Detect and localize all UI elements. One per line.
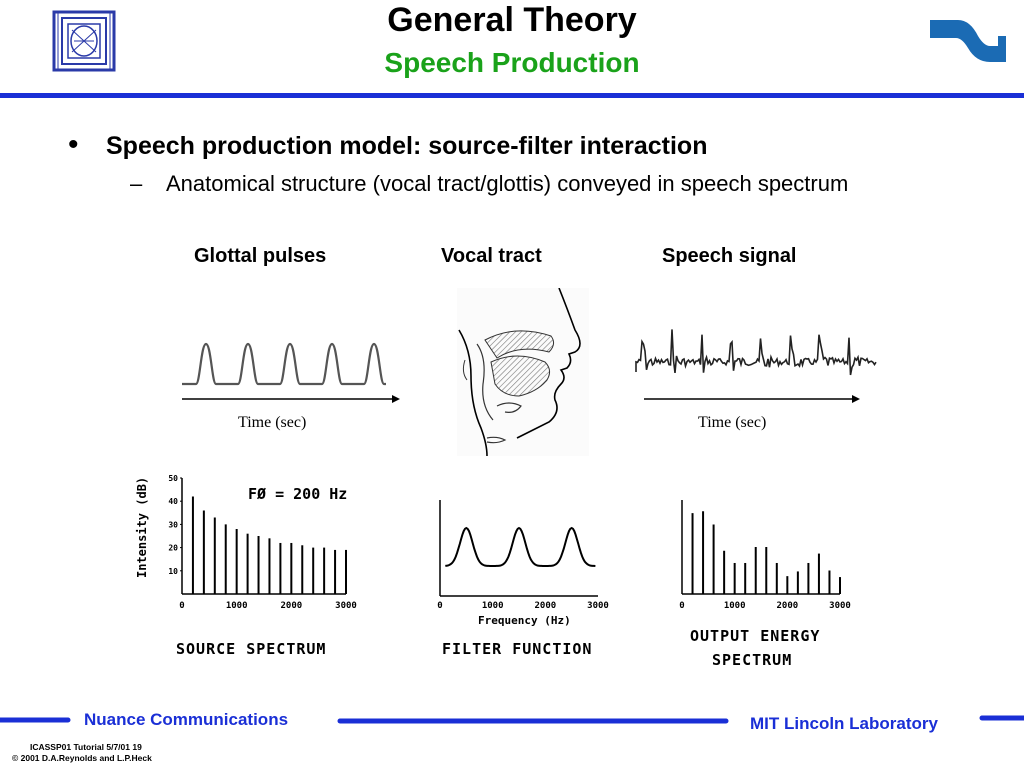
footer-info-line2: © 2001 D.A.Reynolds and L.P.Heck: [12, 753, 152, 763]
source-ylabel: Intensity (dB): [135, 477, 149, 578]
source-x-tick-label: 3000: [335, 601, 357, 611]
label-glottal-pulses: Glottal pulses: [194, 245, 327, 267]
source-annotation: FØ = 200 Hz: [248, 485, 347, 503]
page-subtitle: Speech Production: [384, 47, 640, 78]
header-divider: [0, 93, 1024, 98]
bullet-main: Speech production model: source-filter i…: [106, 132, 708, 160]
source-x-tick-label: 0: [179, 601, 184, 611]
source-y-tick-label: 30: [168, 520, 178, 529]
source-spectrum-label: SOURCE SPECTRUM: [176, 640, 327, 658]
footer-rule: [0, 715, 1024, 724]
page-title: General Theory: [387, 1, 637, 39]
filter-x-tick-label: 3000: [587, 601, 609, 611]
footer-info-line1: ICASSP01 Tutorial 5/7/01 19: [30, 742, 142, 752]
glottal-pulse-waveform: [182, 342, 400, 403]
sub-bullet-marker: –: [130, 171, 143, 196]
filter-x-tick-label: 1000: [482, 601, 504, 611]
bullet-sub: Anatomical structure (vocal tract/glotti…: [166, 171, 849, 196]
filter-function-chart: 0 1000 2000 3000 Frequency (Hz): [437, 500, 609, 627]
vocal-tract-illustration: [457, 288, 589, 456]
output-spectrum-label-line2: SPECTRUM: [712, 651, 793, 669]
nuance-logo: [930, 20, 1006, 62]
label-vocal-tract: Vocal tract: [441, 245, 542, 267]
source-x-tick-label: 2000: [280, 601, 302, 611]
filter-x-tick-label: 0: [437, 601, 442, 611]
footer-nuance: Nuance Communications: [84, 710, 289, 729]
time-axis-label-right: Time (sec): [698, 414, 767, 431]
time-axis-label-left: Time (sec): [238, 414, 307, 431]
output-x-tick-label: 0: [679, 601, 684, 611]
footer-mit-ll: MIT Lincoln Laboratory: [750, 714, 938, 733]
label-speech-signal: Speech signal: [662, 245, 797, 267]
output-spectrum-chart: 0 1000 2000 3000: [679, 500, 851, 611]
source-y-tick-label: 50: [168, 474, 178, 483]
filter-function-label: FILTER FUNCTION: [442, 640, 593, 658]
filter-x-tick-label: 2000: [534, 601, 556, 611]
source-x-tick-label: 1000: [226, 601, 248, 611]
source-spectrum-chart: Intensity (dB) FØ = 200 Hz 0 1000 2000 3000…: [135, 474, 357, 611]
mit-ll-logo: [52, 10, 116, 72]
source-y-tick-label: 20: [168, 544, 178, 553]
output-x-tick-label: 1000: [724, 601, 746, 611]
speech-signal-waveform: [635, 329, 877, 403]
output-x-tick-label: 2000: [776, 601, 798, 611]
output-spectrum-label-line1: OUTPUT ENERGY: [690, 627, 821, 645]
bullet-marker: •: [68, 128, 79, 161]
output-x-tick-label: 3000: [829, 601, 851, 611]
filter-xlabel: Frequency (Hz): [478, 614, 571, 627]
source-y-tick-label: 40: [168, 497, 178, 506]
source-y-tick-label: 10: [168, 567, 178, 576]
